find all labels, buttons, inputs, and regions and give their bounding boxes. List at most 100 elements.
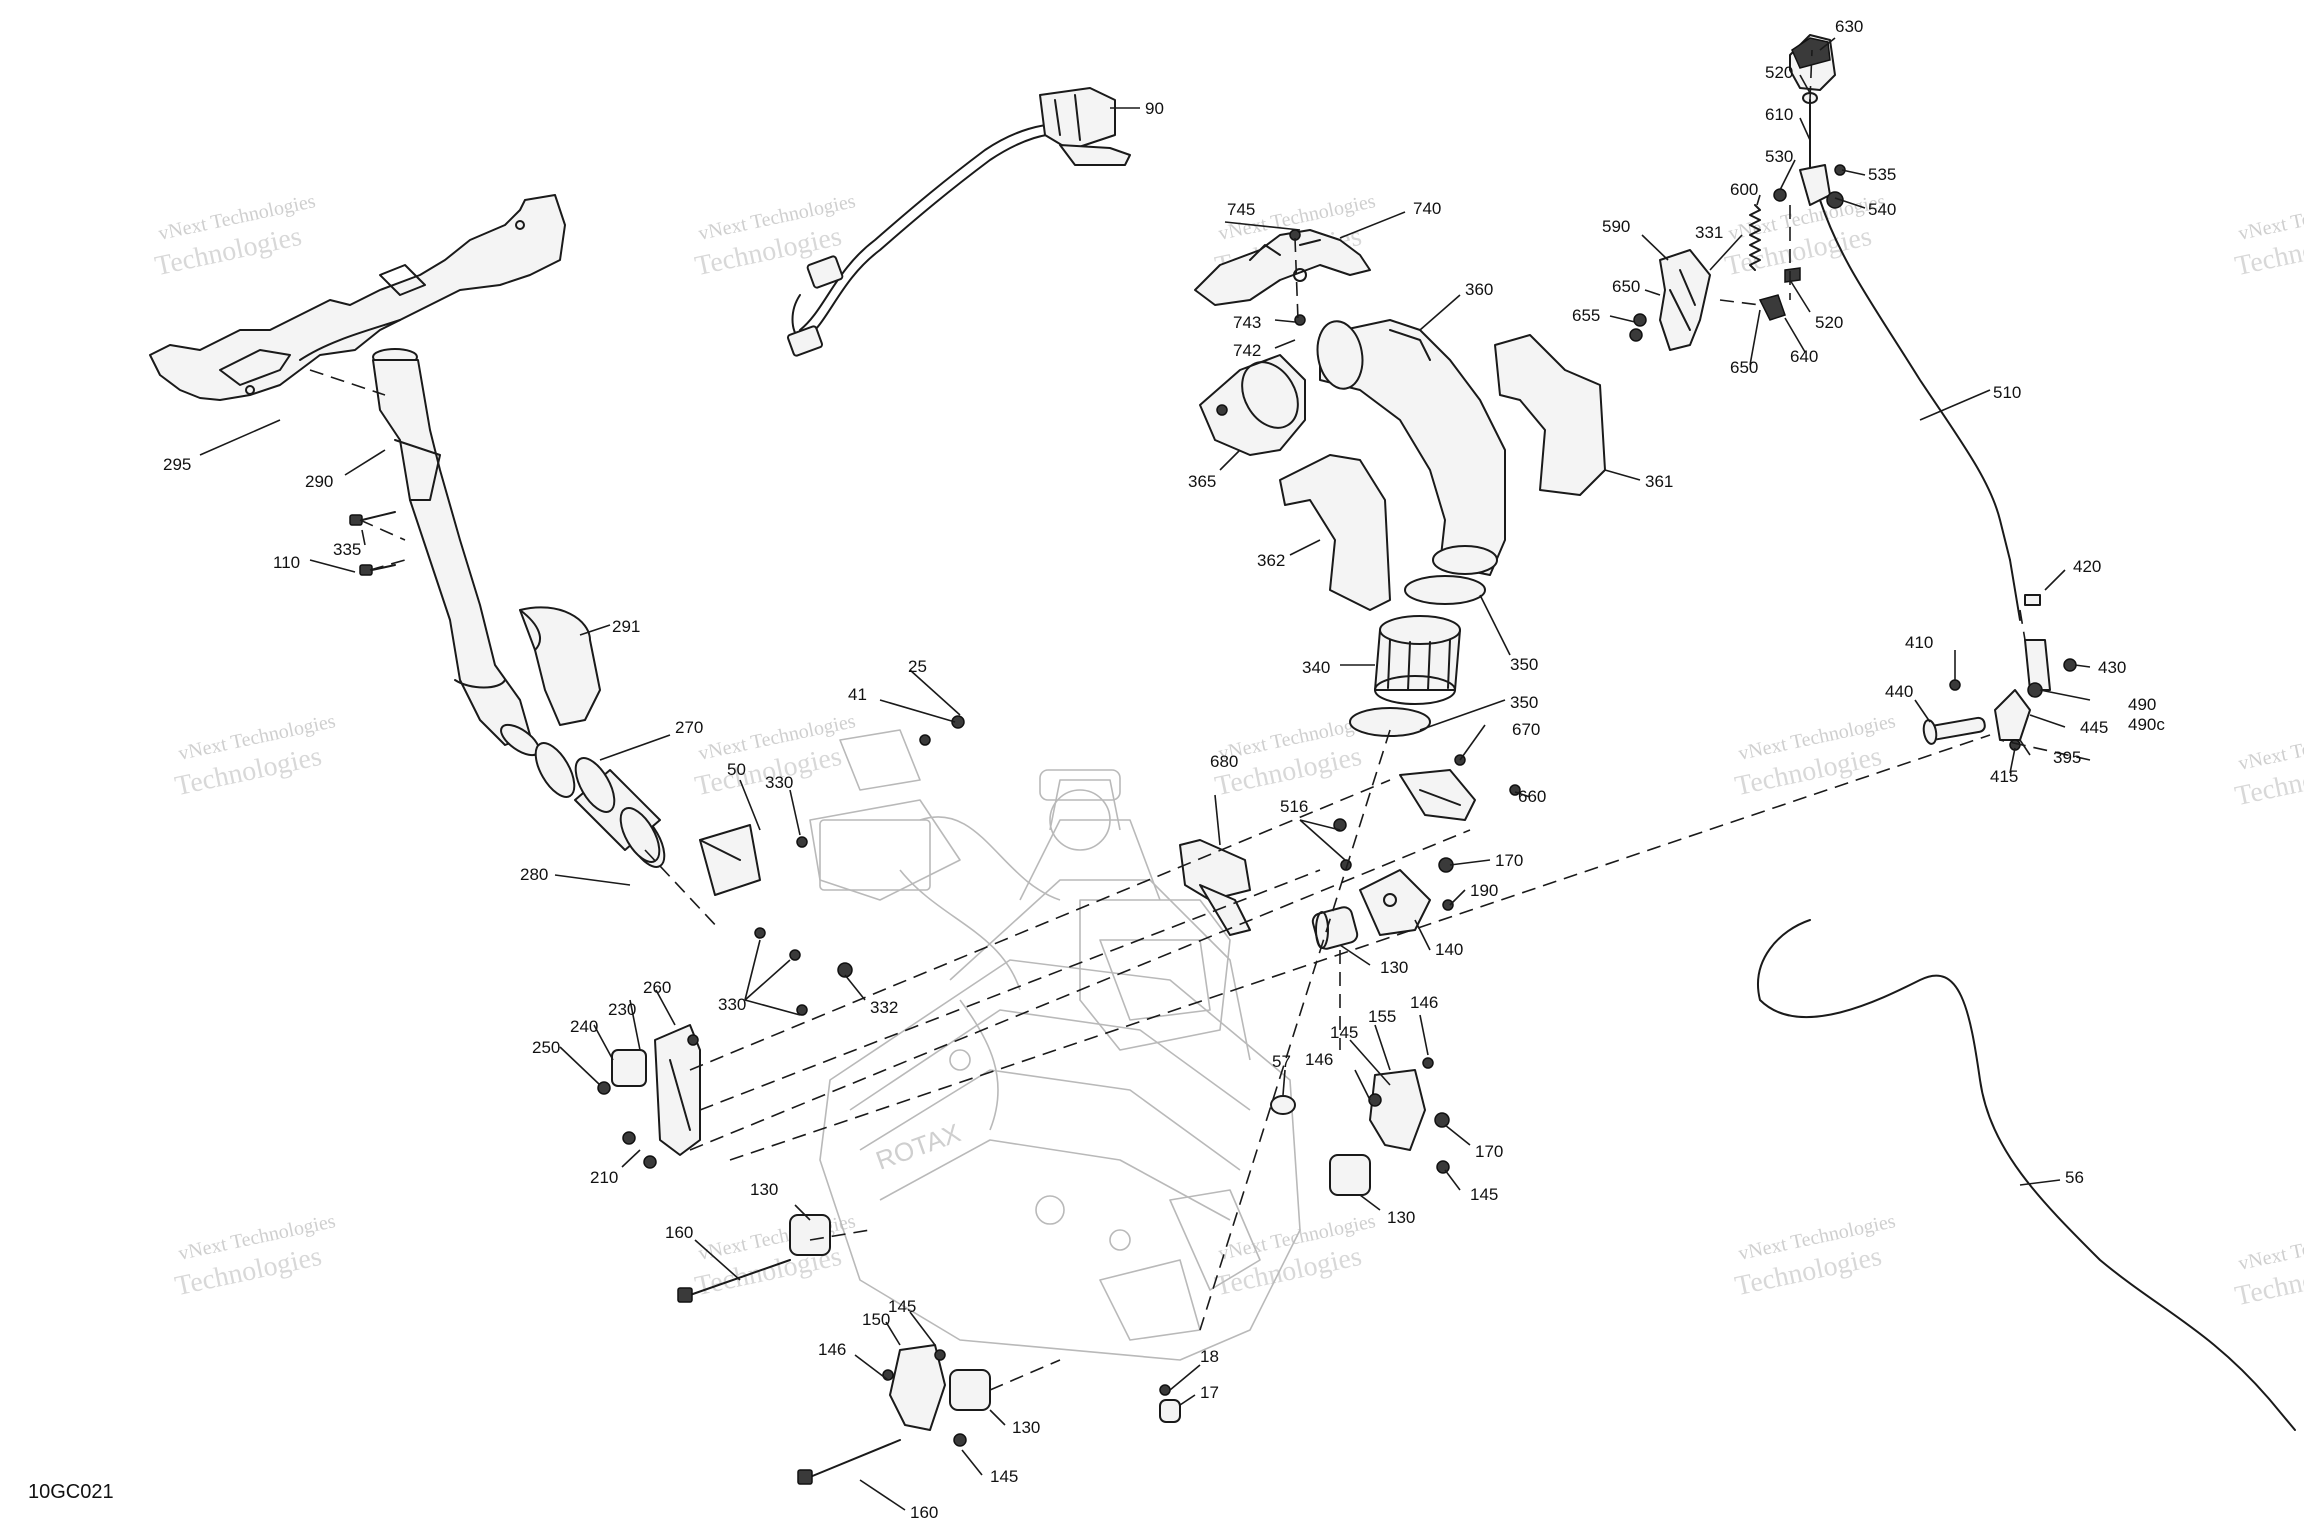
callout-540: 540 [1868,200,1896,219]
callout-600: 600 [1730,180,1758,199]
watermark: vNext Technologies Technologies [2232,190,2304,282]
callout-490c: 490c [2128,715,2165,734]
callout-145-b: 145 [1470,1185,1498,1204]
fasteners [597,164,1846,1447]
callout-146: 146 [1410,993,1438,1012]
callout-365: 365 [1188,472,1216,491]
assembly-lines [309,49,2091,1391]
mount-140 [1359,869,1431,936]
callout-130-c: 130 [750,1180,778,1199]
callout-350: 350 [1510,655,1538,674]
callout-490: 490 [2128,695,2156,714]
heat-shield-362 [1279,454,1391,611]
watermark: vNext Technologies Technologies [2232,1220,2304,1312]
callout-740: 740 [1413,199,1441,218]
callout-630: 630 [1835,17,1863,36]
heat-shield-291 [519,606,601,726]
callout-170-b: 170 [1475,1142,1503,1161]
callout-330-b: 330 [718,995,746,1014]
callout-420: 420 [2073,557,2101,576]
callout-295: 295 [163,455,191,474]
callout-660: 660 [1518,787,1546,806]
callout-145-d: 145 [990,1467,1018,1486]
callout-340: 340 [1302,658,1330,677]
callout-18: 18 [1200,1347,1219,1366]
callout-130-b: 130 [1387,1208,1415,1227]
callout-145: 145 [1330,1023,1358,1042]
callout-280: 280 [520,865,548,884]
callout-291: 291 [612,617,640,636]
callout-520: 520 [1765,63,1793,82]
sensor-17 [1159,1384,1181,1423]
watermark: vNext Technologies Technologies [2232,720,2304,812]
callout-360: 360 [1465,280,1493,299]
callout-650: 650 [1612,277,1640,296]
watermark-line1: vNext Technologies [2236,720,2304,775]
watermark: vNext Technologies Technologies [172,1210,337,1302]
heat-shield-361 [1494,334,1606,496]
callout-130-d: 130 [1012,1418,1040,1437]
callout-440: 440 [1885,682,1913,701]
pin-440 [1922,716,1986,745]
callout-655: 655 [1572,306,1600,325]
engine-block-ghost: ROTAX [809,729,1301,1361]
bracket-660 [1399,769,1476,821]
callout-170: 170 [1495,851,1523,870]
callout-590: 590 [1602,217,1630,236]
callout-516: 516 [1280,797,1308,816]
shift-knob-630 [1789,34,1836,104]
mount-130-b [1329,1154,1371,1196]
shift-lever-610 [1799,99,1844,209]
mount-130-d [949,1369,991,1411]
callout-146-c: 146 [818,1340,846,1359]
filter-340 [1374,615,1461,705]
callout-415: 415 [1990,767,2018,786]
callout-150: 150 [862,1310,890,1329]
figure-id-label: 10GC021 [28,1481,114,1503]
callout-680: 680 [1210,752,1238,771]
svg-text:ROTAX: ROTAX [872,1117,965,1175]
callout-742: 742 [1233,341,1261,360]
callout-745: 745 [1227,200,1255,219]
watermark: vNext Technologies Technologies [1732,1210,1897,1302]
callout-520-b: 520 [1815,313,1843,332]
bracket-740 [1194,229,1371,326]
callout-145-c: 145 [888,1297,916,1316]
callout-670: 670 [1512,720,1540,739]
callout-140: 140 [1435,940,1463,959]
callout-50: 50 [727,760,746,779]
callout-650-b: 650 [1730,358,1758,377]
mount-130-a [1311,906,1359,950]
mount-bracket-155 [1369,1069,1426,1151]
callout-640: 640 [1790,347,1818,366]
callout-430: 430 [2098,658,2126,677]
intake-duct-290 [372,348,540,757]
callout-110: 110 [273,553,300,572]
callout-250: 250 [532,1038,560,1057]
callout-labels: 630 520 610 530 535 540 600 590 331 650 … [163,17,2165,1522]
callout-146-b: 146 [1305,1050,1333,1069]
bracket-680 [1179,839,1251,936]
watermark: vNext Technologies Technologies [152,190,317,282]
callout-361: 361 [1645,472,1673,491]
grommet-57 [1270,1095,1296,1115]
wiring-harness-90 [786,87,1131,357]
watermark: vNext Technologies Technologies [1732,710,1897,802]
intake-boot-270 [574,757,661,863]
callout-155: 155 [1368,1007,1396,1026]
callout-57: 57 [1272,1052,1291,1071]
callout-395: 395 [2053,748,2081,767]
leader-lines [199,37,2091,1511]
callout-190: 190 [1470,881,1498,900]
callout-56: 56 [2065,1168,2084,1187]
callout-240: 240 [570,1017,598,1036]
shift-bracket-590 [1633,249,1801,351]
clamp-350 [1349,575,1486,737]
elbow-365 [1199,354,1306,456]
callout-510: 510 [1993,383,2021,402]
callout-41: 41 [848,685,867,704]
mount-bracket-230 [654,1024,701,1156]
callout-160-b: 160 [910,1503,938,1522]
callout-25: 25 [908,657,927,676]
callout-290: 290 [305,472,333,491]
